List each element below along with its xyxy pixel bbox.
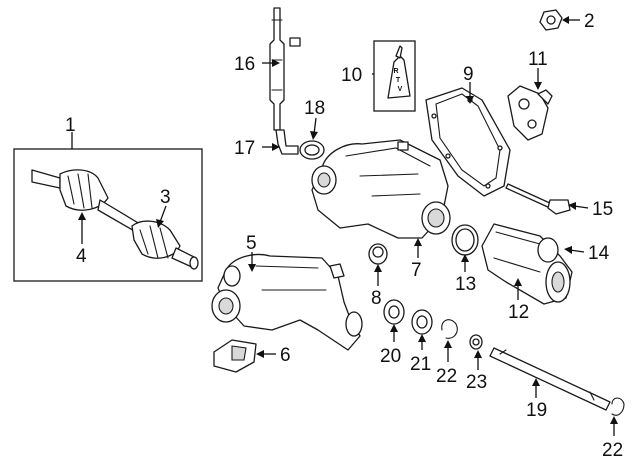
differential-cover bbox=[425, 87, 511, 197]
nut bbox=[539, 9, 563, 31]
callout-17: 17 bbox=[234, 138, 255, 159]
breather-hose bbox=[269, 7, 301, 131]
callout-4: 4 bbox=[76, 246, 87, 267]
callout-18: 18 bbox=[304, 98, 325, 119]
snap-ring-22b bbox=[611, 397, 625, 416]
callout-8: 8 bbox=[371, 288, 382, 309]
callout-7: 7 bbox=[411, 260, 422, 281]
cv-axle-shaft bbox=[31, 169, 199, 270]
breather-fitting bbox=[275, 129, 299, 155]
seal-21 bbox=[411, 309, 433, 335]
rear-differential-housing bbox=[211, 253, 363, 351]
callout-10: 10 bbox=[341, 65, 362, 86]
seal-20 bbox=[383, 299, 405, 325]
callout-5: 5 bbox=[246, 233, 257, 254]
svg-text:R: R bbox=[393, 68, 398, 75]
callout-13: 13 bbox=[455, 274, 476, 295]
callout-14: 14 bbox=[588, 243, 610, 264]
snap-ring-22a bbox=[441, 319, 458, 339]
front-differential-carrier bbox=[311, 139, 451, 239]
mount-bracket bbox=[507, 85, 553, 141]
callout-16: 16 bbox=[234, 54, 255, 75]
svg-text:V: V bbox=[398, 86, 403, 93]
mount-cushion bbox=[213, 339, 257, 373]
tube-seal-14 bbox=[537, 237, 559, 263]
o-ring-13 bbox=[451, 224, 479, 256]
actuator-rod bbox=[505, 183, 571, 215]
callout-1: 1 bbox=[65, 115, 76, 136]
sealant-box bbox=[373, 40, 416, 112]
svg-text:T: T bbox=[396, 77, 401, 84]
callout-6: 6 bbox=[280, 345, 291, 366]
intermediate-shaft bbox=[489, 347, 611, 411]
callout-22a: 22 bbox=[436, 366, 457, 387]
callout-20: 20 bbox=[380, 346, 401, 367]
callout-11: 11 bbox=[528, 49, 548, 70]
callout-3: 3 bbox=[160, 187, 171, 208]
axle-tube-housing bbox=[481, 223, 573, 305]
callout-12: 12 bbox=[508, 302, 529, 323]
callout-21: 21 bbox=[410, 354, 431, 375]
callout-2: 2 bbox=[584, 11, 595, 32]
leader-lines bbox=[71, 16, 618, 436]
callout-22b: 22 bbox=[602, 440, 623, 461]
axle-shaft-assembly-frame bbox=[13, 148, 203, 282]
callout-labels: 1 2 3 4 5 6 7 8 9 10 11 12 13 14 15 16 1… bbox=[65, 11, 623, 461]
callout-23: 23 bbox=[466, 372, 487, 393]
callout-9: 9 bbox=[463, 64, 474, 85]
sealant-tube-icon: R T V bbox=[387, 45, 411, 99]
washer-23 bbox=[469, 334, 483, 350]
callout-19: 19 bbox=[526, 400, 547, 421]
pinion-seal bbox=[299, 140, 325, 160]
bearing bbox=[368, 243, 388, 265]
callout-15: 15 bbox=[592, 199, 613, 220]
